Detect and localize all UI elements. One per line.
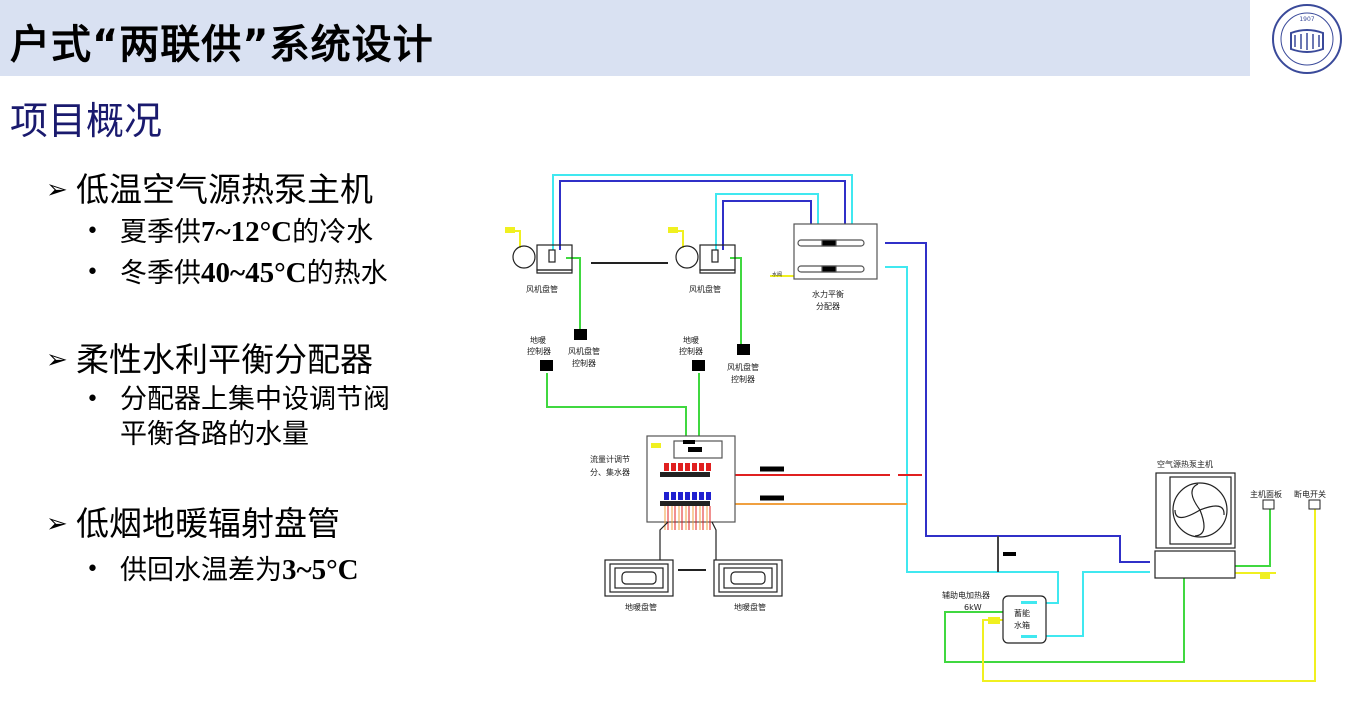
fan-coil-1 — [512, 244, 573, 274]
arrow-bullet-icon: ➢ — [46, 345, 68, 375]
power-switch-icon — [1308, 499, 1321, 510]
dot-bullet-icon: • — [86, 557, 99, 582]
return-pipe — [885, 266, 1059, 604]
svg-text:辅助电加热器: 辅助电加热器 — [942, 590, 990, 600]
svg-text:控制器: 控制器 — [679, 346, 703, 356]
bullet-item: • 分配器上集中设调节阀 — [46, 382, 506, 418]
power-wire — [982, 507, 1316, 682]
supply-valve — [699, 463, 704, 471]
svg-text:风机盘管: 风机盘管 — [727, 362, 759, 372]
svg-text:1907: 1907 — [1299, 16, 1314, 23]
bullet-list: ➢ 低温空气源热泵主机 • 夏季供7~12°C的冷水 • 冬季供40~45°C的… — [46, 168, 506, 591]
return-pipe — [552, 174, 853, 250]
hydraulic-balance-distributor — [793, 223, 878, 280]
supply-pipe — [722, 200, 812, 250]
dot-bullet-icon: • — [86, 387, 99, 412]
svg-text:断电开关: 断电开关 — [1294, 489, 1326, 499]
supply-valve — [671, 463, 676, 471]
svg-text:风机盘管: 风机盘管 — [689, 284, 721, 294]
svg-text:分配器: 分配器 — [816, 302, 840, 311]
return-valve — [678, 492, 683, 500]
svg-text:控制器: 控制器 — [527, 346, 551, 356]
manifold-valves — [664, 463, 711, 530]
fan-coil-2 — [675, 244, 736, 274]
fan-coil-controller-2-icon — [737, 344, 750, 355]
svg-text:控制器: 控制器 — [731, 374, 755, 384]
svg-text:地暖: 地暖 — [683, 335, 699, 345]
control-wire — [1230, 507, 1271, 567]
bullet-heading-floor-heating: ➢ 低烟地暖辐射盘管 — [46, 502, 506, 546]
bullet-item-continuation: 平衡各路的水量 — [120, 419, 309, 450]
dot-bullet-icon: • — [86, 219, 99, 244]
bullet-item: • 供回水温差为3~5°C — [46, 550, 506, 591]
svg-text:风机盘管: 风机盘管 — [568, 346, 600, 356]
control-wire — [944, 578, 1185, 663]
floor-controller-1-icon — [540, 360, 553, 371]
supply-valve — [692, 463, 697, 471]
host-panel-icon — [1262, 499, 1275, 510]
bullet-item: • 夏季供7~12°C的冷水 — [46, 212, 506, 253]
air-source-heat-pump — [1154, 472, 1236, 579]
arrow-bullet-icon: ➢ — [46, 175, 68, 205]
svg-text:空气源热泵主机: 空气源热泵主机 — [1157, 459, 1213, 469]
return-pipe — [1046, 571, 1150, 637]
svg-text:主机面板: 主机面板 — [1250, 489, 1282, 499]
svg-text:水阀: 水阀 — [772, 271, 782, 278]
svg-text:风机盘管: 风机盘管 — [526, 284, 558, 294]
return-valve — [671, 492, 676, 500]
supply-pipe — [885, 242, 1150, 563]
bullet-item: • 冬季供40~45°C的热水 — [46, 253, 506, 294]
svg-text:分、集水器: 分、集水器 — [590, 467, 630, 477]
return-valve — [706, 492, 711, 500]
fan-coil-controller-1-icon — [574, 329, 587, 340]
section-subtitle: 项目概况 — [10, 99, 163, 143]
return-valve — [664, 492, 669, 500]
floor-controller-2-icon — [692, 360, 705, 371]
svg-text:地暖盘管: 地暖盘管 — [734, 602, 766, 612]
control-wire — [546, 373, 687, 444]
bullet-heading-manifold: ➢ 柔性水利平衡分配器 — [46, 338, 506, 382]
page-title: 户式“两联供”系统设计 — [10, 22, 434, 68]
svg-text:流量计调节: 流量计调节 — [590, 454, 630, 464]
return-valve — [699, 492, 704, 500]
supply-valve — [706, 463, 711, 471]
control-wire — [730, 257, 742, 346]
svg-text:地暖: 地暖 — [530, 335, 546, 345]
power-wire — [673, 230, 684, 248]
floor-coil-2 — [711, 521, 783, 597]
supply-valve — [664, 463, 669, 471]
supply-valve — [685, 463, 690, 471]
svg-text:地暖盘管: 地暖盘管 — [625, 602, 657, 612]
storage-tank — [1002, 595, 1047, 644]
dot-bullet-icon: • — [86, 260, 99, 285]
return-pipe — [715, 193, 819, 250]
arrow-bullet-icon: ➢ — [46, 509, 68, 539]
university-logo: 1907 — [1272, 4, 1342, 74]
return-valve — [685, 492, 690, 500]
power-wire — [510, 230, 521, 248]
supply-pipe — [559, 180, 846, 250]
bullet-heading-heat-pump: ➢ 低温空气源热泵主机 — [46, 168, 506, 212]
svg-text:水力平衡: 水力平衡 — [812, 289, 844, 299]
svg-text:6kW: 6kW — [964, 603, 982, 612]
supply-valve — [678, 463, 683, 471]
return-valve — [692, 492, 697, 500]
control-wire — [566, 257, 581, 333]
svg-text:水箱: 水箱 — [1014, 620, 1030, 630]
title-bar: 户式“两联供”系统设计 — [0, 0, 1250, 76]
svg-text:控制器: 控制器 — [572, 358, 596, 368]
svg-text:蓄能: 蓄能 — [1014, 608, 1030, 618]
floor-coil-1 — [604, 521, 674, 597]
